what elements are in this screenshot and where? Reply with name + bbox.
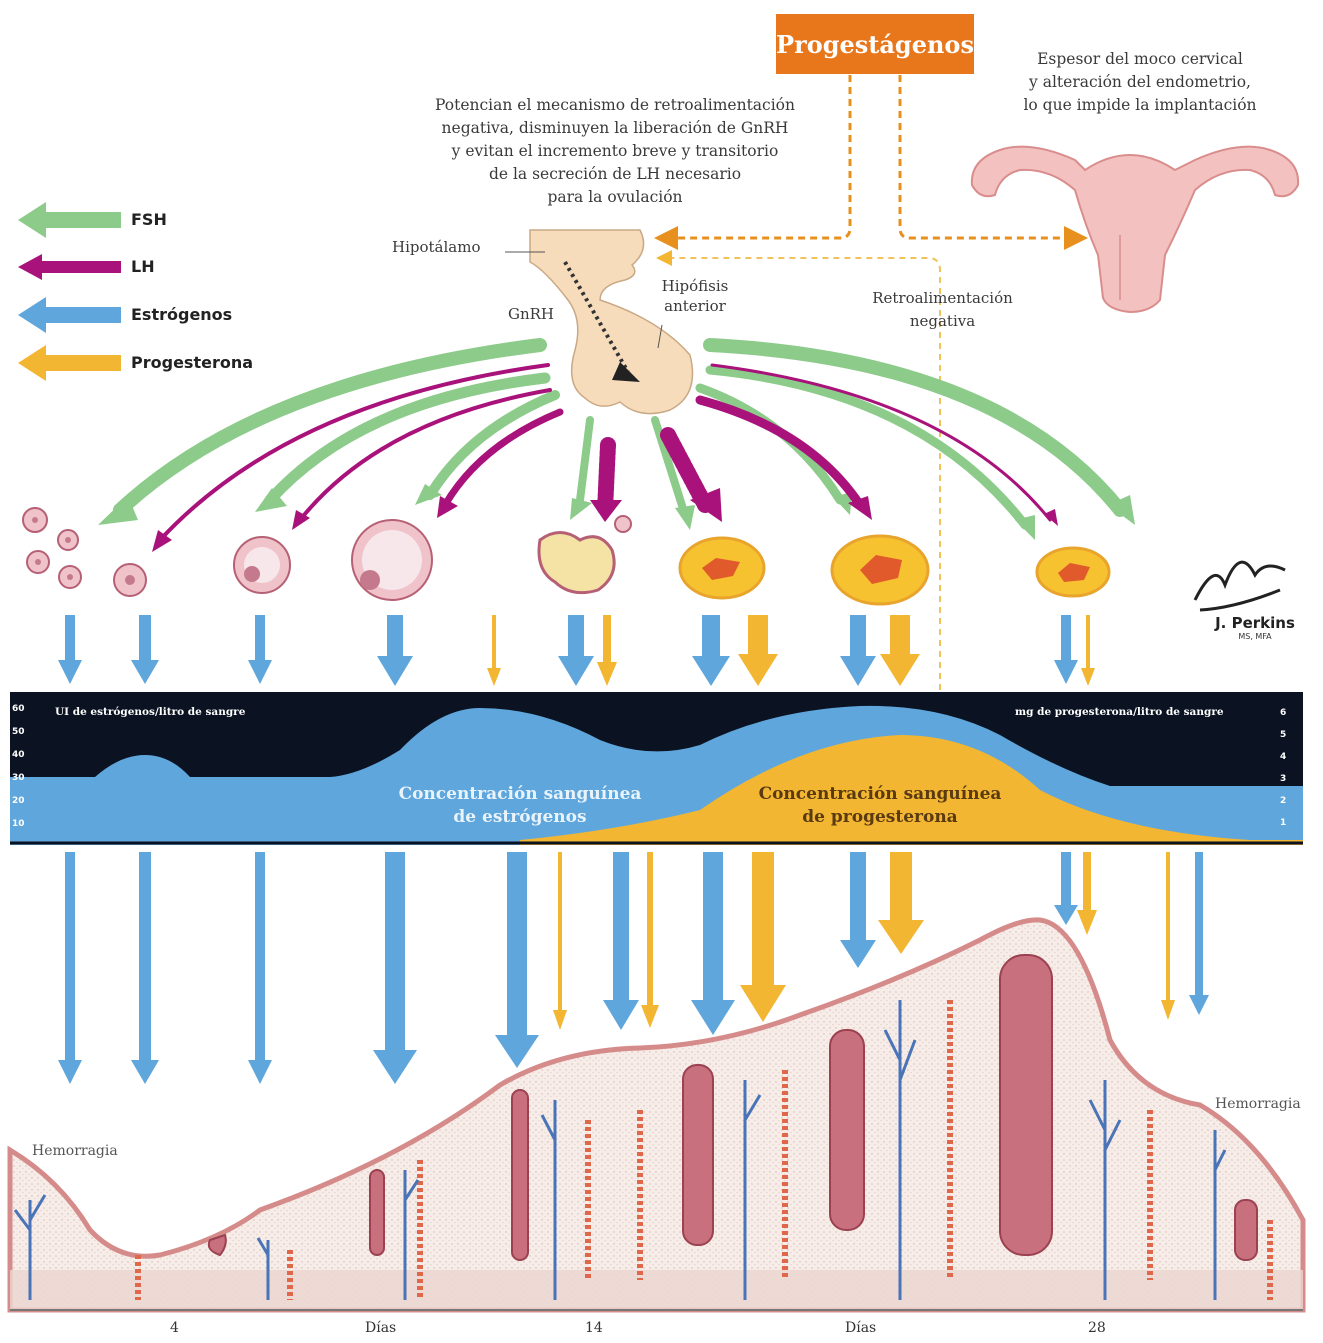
legend-item-lh: LH	[16, 252, 126, 286]
left-tick: 60	[12, 704, 25, 714]
estrogen-arrow-icon	[16, 295, 126, 335]
legend-label-estrogens: Estrógenos	[131, 305, 232, 324]
x-axis-label: Días	[845, 1320, 876, 1336]
progestagens-title: Progestágenos	[776, 14, 974, 74]
label-hemorrhage-right: Hemorragia	[1215, 1096, 1301, 1112]
estrogen-label-line-2: de estrógenos	[380, 806, 660, 829]
left-tick: 20	[12, 796, 25, 806]
fsh-arrowheads	[98, 484, 1135, 540]
legend-item-estrogens: Estrógenos	[16, 295, 126, 339]
left-tick: 40	[12, 750, 25, 760]
legend-label-fsh: FSH	[131, 210, 167, 229]
label-pituitary: Hipófisis anterior	[640, 276, 750, 316]
mechanism-line-4: de la secreción de LH necesario	[395, 163, 835, 186]
label-pituitary-line-1: Hipófisis	[640, 276, 750, 296]
signature-name: J. Perkins	[1200, 614, 1310, 632]
left-tick: 10	[12, 819, 25, 829]
right-tick: 4	[1280, 752, 1286, 762]
x-axis-label: Días	[365, 1320, 396, 1336]
mechanism-text: Potencian el mecanismo de retroalimentac…	[395, 94, 835, 209]
left-tick: 50	[12, 727, 25, 737]
uterus-text: Espesor del moco cervical y alteración d…	[990, 48, 1290, 117]
right-tick: 1	[1280, 818, 1286, 828]
estrogen-label-line-1: Concentración sanguínea	[380, 783, 660, 806]
estrogen-series-label: Concentración sanguínea de estrógenos	[380, 783, 660, 829]
label-feedback-line-2: negativa	[840, 310, 1045, 333]
artist-signature: J. Perkins MS, MFA	[1200, 614, 1310, 641]
endometrium-illustration	[10, 920, 1303, 1310]
right-tick: 2	[1280, 796, 1286, 806]
follicle-row	[23, 508, 1109, 604]
lh-arrow-icon	[16, 252, 126, 282]
mechanism-line-5: para la ovulación	[395, 186, 835, 209]
progesterone-series-label: Concentración sanguínea de progesterona	[735, 783, 1025, 829]
right-tick: 3	[1280, 774, 1286, 784]
x-axis-label: 14	[585, 1320, 603, 1336]
label-gnrh: GnRH	[508, 305, 554, 323]
x-axis-label: 28	[1088, 1320, 1106, 1336]
signature-credentials: MS, MFA	[1200, 632, 1310, 641]
label-feedback-line-1: Retroalimentación	[840, 287, 1045, 310]
signature-mark	[1195, 562, 1285, 610]
uterus-line-3: lo que impide la implantación	[990, 94, 1290, 117]
progesterone-arrow-icon	[16, 343, 126, 383]
right-tick: 6	[1280, 708, 1286, 718]
progesterone-label-line-2: de progesterona	[735, 806, 1025, 829]
mechanism-line-1: Potencian el mecanismo de retroalimentac…	[395, 94, 835, 117]
legend-label-progesterone: Progesterona	[131, 353, 253, 372]
legend-item-progesterone: Progesterona	[16, 343, 126, 387]
chart-right-axis-label: mg de progesterona/litro de sangre	[1015, 706, 1224, 718]
progesterone-label-line-1: Concentración sanguínea	[735, 783, 1025, 806]
estrogen-arrows-upper	[58, 615, 1078, 686]
fsh-arrow-icon	[16, 200, 126, 240]
x-axis-label: 4	[170, 1320, 179, 1336]
label-hemorrhage-left: Hemorragia	[32, 1143, 118, 1159]
mechanism-line-3: y evitan el incremento breve y transitor…	[395, 140, 835, 163]
chart-left-axis-label: UI de estrógenos/litro de sangre	[55, 706, 245, 718]
uterus-line-1: Espesor del moco cervical	[990, 48, 1290, 71]
legend-item-fsh: FSH	[16, 200, 126, 244]
mechanism-line-2: negativa, disminuyen la liberación de Gn…	[395, 117, 835, 140]
label-negative-feedback: Retroalimentación negativa	[840, 287, 1045, 333]
right-tick: 5	[1280, 730, 1286, 740]
left-tick: 30	[12, 773, 25, 783]
label-pituitary-line-2: anterior	[640, 296, 750, 316]
legend-label-lh: LH	[131, 257, 155, 276]
label-hypothalamus: Hipotálamo	[392, 238, 480, 256]
uterus-line-2: y alteración del endometrio,	[990, 71, 1290, 94]
